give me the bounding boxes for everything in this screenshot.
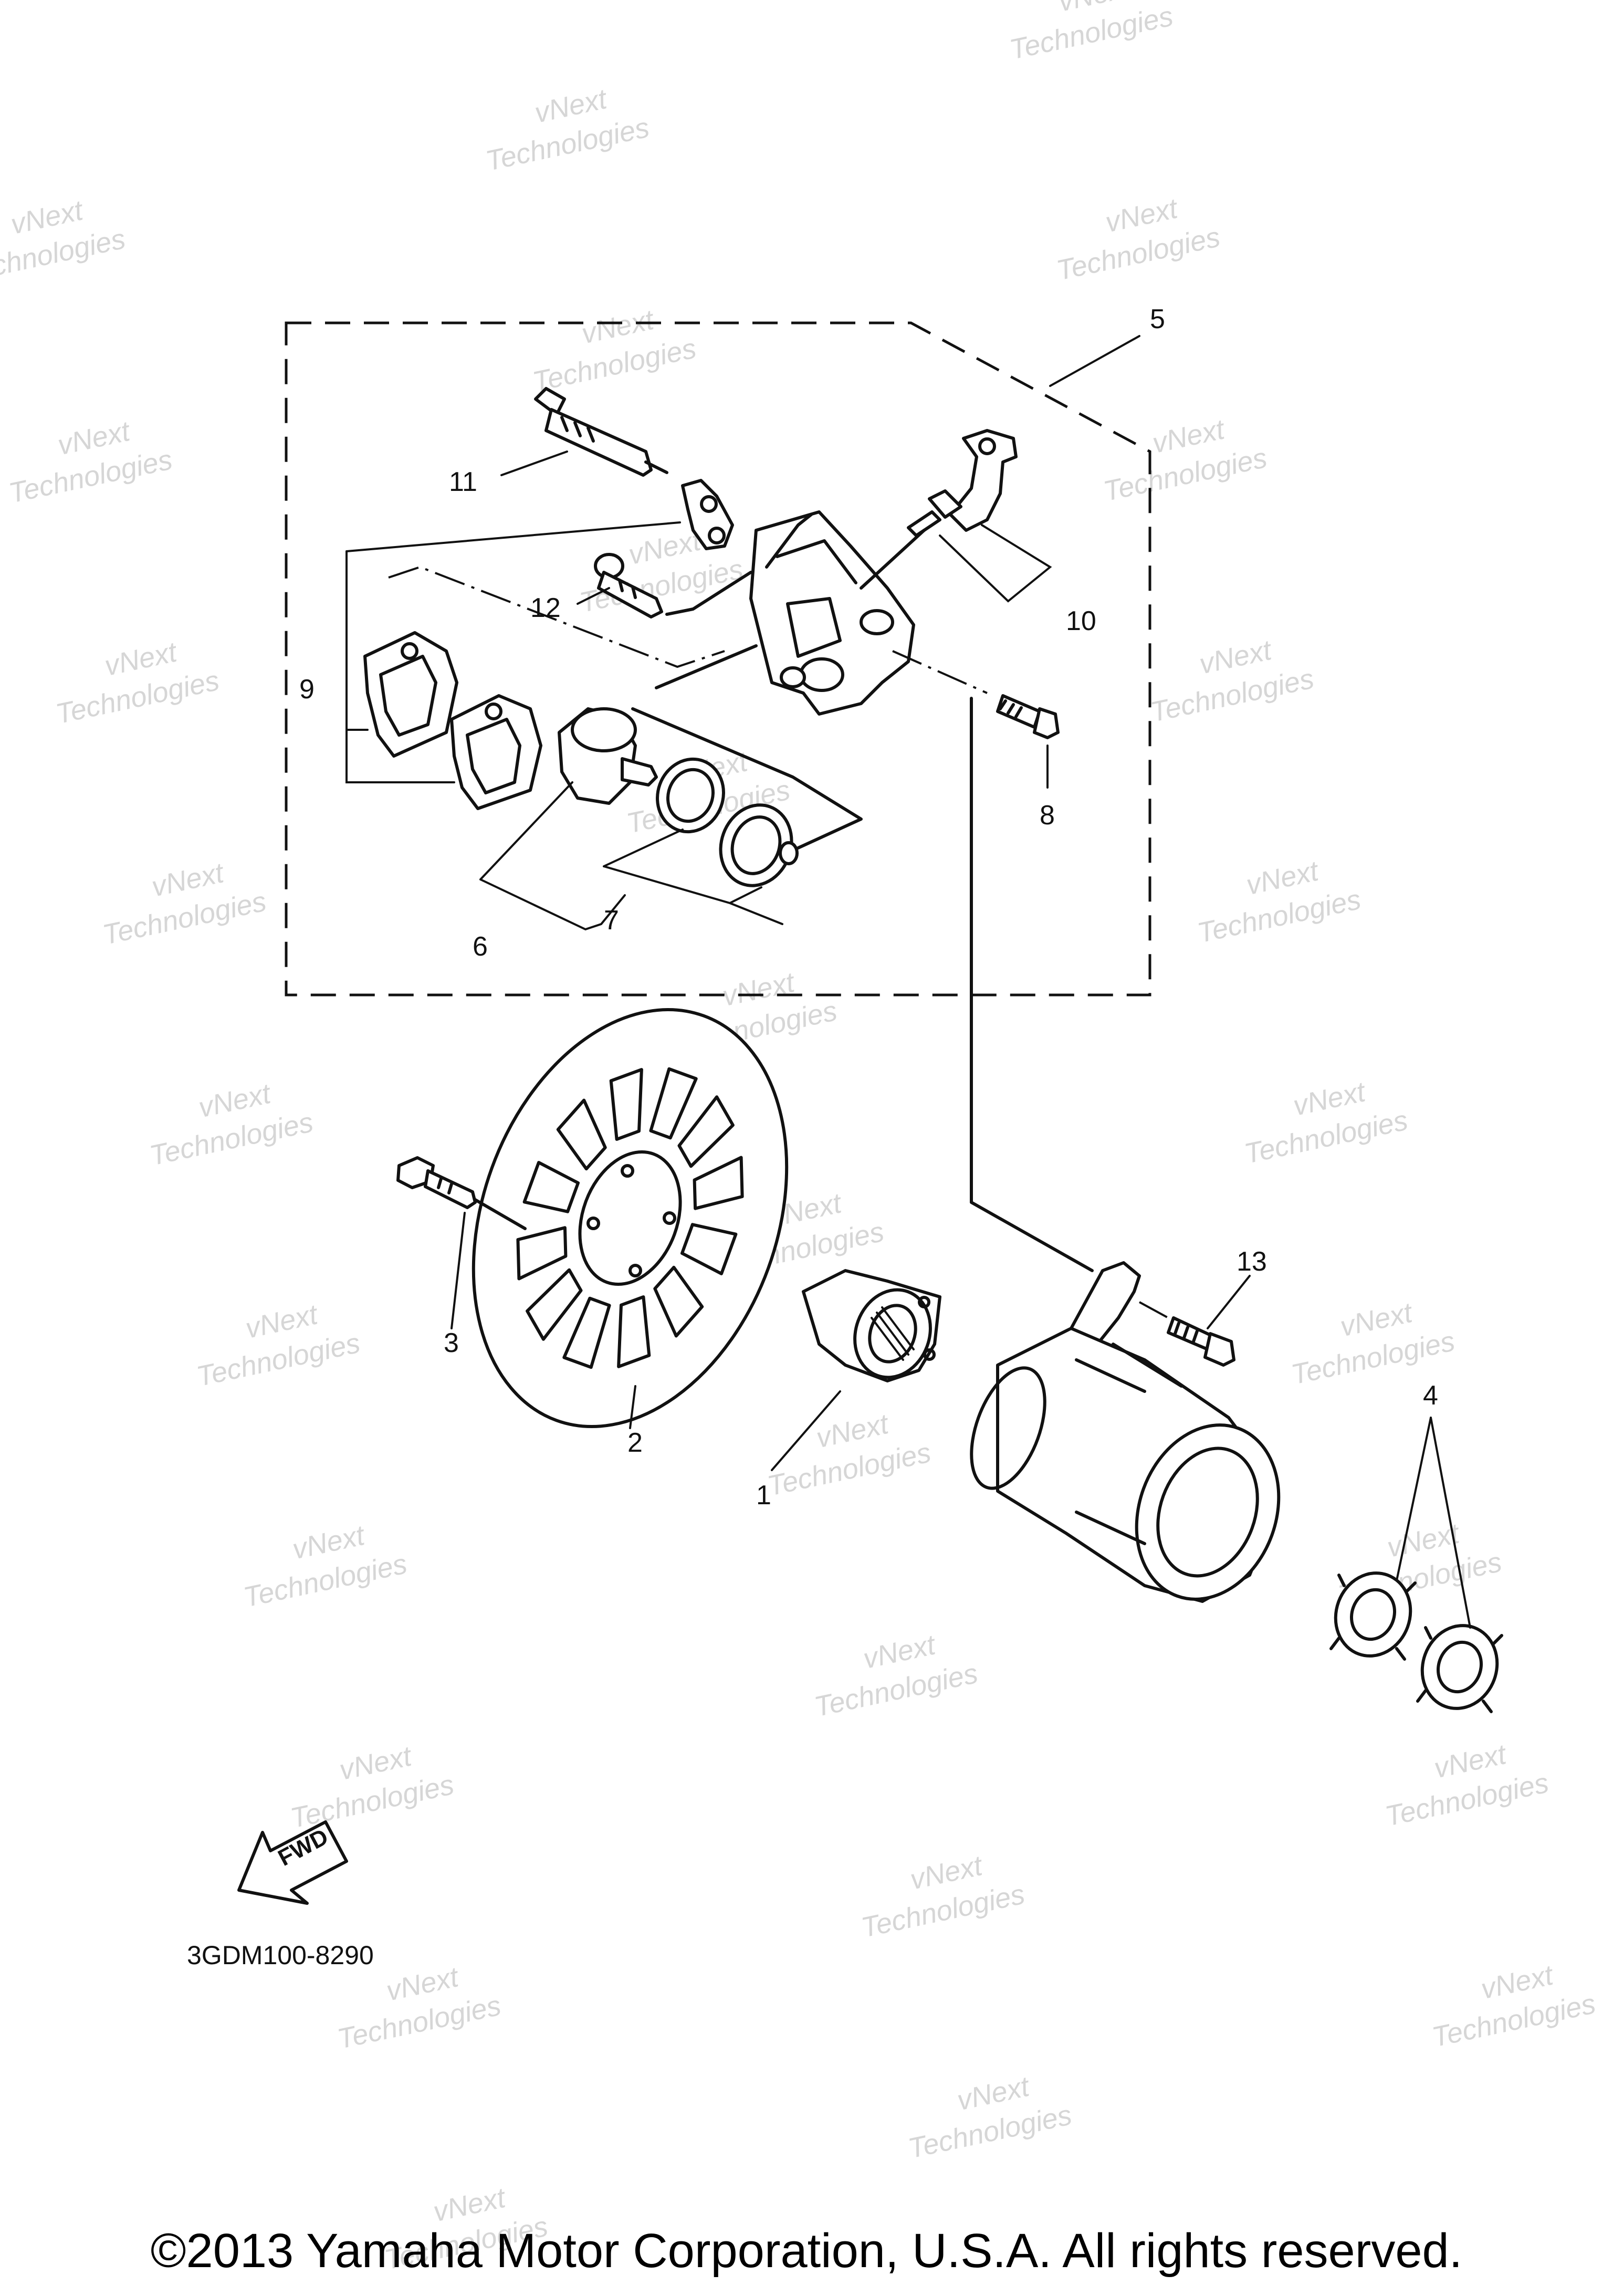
caliper-chain-line bbox=[892, 650, 988, 694]
disc-slot bbox=[556, 1098, 607, 1171]
brake-pad-right bbox=[450, 694, 542, 810]
caliper-cover bbox=[907, 429, 1018, 537]
fwd-arrow: FWD bbox=[237, 1820, 348, 1905]
callout-10: 10 bbox=[1066, 606, 1096, 636]
bracket-leader-line bbox=[970, 697, 1094, 1272]
callout-12: 12 bbox=[530, 593, 561, 623]
brake-caliper-body bbox=[749, 510, 915, 716]
callout-1: 1 bbox=[756, 1480, 771, 1511]
disc-slot bbox=[516, 1226, 568, 1281]
callout-leader-13 bbox=[1207, 1275, 1251, 1329]
brake-hub bbox=[802, 1269, 941, 1382]
disc-slot bbox=[609, 1068, 643, 1141]
disc-slot bbox=[649, 1067, 698, 1140]
seal-group-line bbox=[631, 707, 863, 850]
brake-pad-left bbox=[363, 631, 458, 758]
callout-bracket-10 bbox=[939, 524, 1052, 603]
caliper-bolt bbox=[996, 694, 1060, 739]
callout-5: 5 bbox=[1150, 304, 1165, 334]
callout-bracket-9 bbox=[345, 521, 681, 783]
axle-housing bbox=[970, 1327, 1281, 1603]
callout-6: 6 bbox=[473, 931, 488, 962]
disc-slot bbox=[680, 1223, 738, 1275]
caliper-assembly-boundary bbox=[285, 321, 1151, 997]
disc-bolt-axis bbox=[474, 1198, 527, 1230]
bleed-screw-axis bbox=[665, 571, 752, 616]
pad-group-line bbox=[655, 644, 758, 689]
axle-nut-2 bbox=[1416, 1624, 1503, 1713]
callout-3: 3 bbox=[444, 1328, 459, 1358]
mount-bolt bbox=[1167, 1316, 1235, 1367]
pad-clip bbox=[681, 479, 734, 550]
caliper-pin bbox=[534, 387, 668, 477]
disc-bolt bbox=[396, 1156, 477, 1209]
callout-4: 4 bbox=[1423, 1380, 1438, 1411]
piston-seal bbox=[656, 757, 725, 834]
callout-leader-3 bbox=[451, 1212, 466, 1329]
disc-slot bbox=[653, 1265, 704, 1338]
disc-slot bbox=[677, 1095, 735, 1168]
callout-2: 2 bbox=[627, 1428, 643, 1458]
callout-leader-12 bbox=[577, 587, 610, 605]
disc-slot bbox=[562, 1296, 611, 1369]
callout-leader-2 bbox=[629, 1385, 636, 1429]
callout-bracket-6 bbox=[479, 781, 626, 931]
callout-13: 13 bbox=[1237, 1246, 1267, 1277]
disc-slot bbox=[526, 1268, 583, 1341]
disc-slot bbox=[617, 1295, 651, 1368]
callout-7: 7 bbox=[604, 905, 619, 936]
brake-disc bbox=[472, 1008, 789, 1428]
callout-11: 11 bbox=[449, 467, 477, 497]
callout-8: 8 bbox=[1040, 800, 1055, 831]
o-ring bbox=[779, 841, 799, 865]
disc-slot bbox=[522, 1161, 580, 1213]
callout-leader-11 bbox=[500, 450, 568, 476]
caliper-piston bbox=[558, 707, 658, 805]
disc-slot bbox=[693, 1156, 744, 1210]
callout-9: 9 bbox=[299, 674, 315, 705]
callout-leader-5 bbox=[1049, 335, 1140, 387]
callout-leader-1 bbox=[771, 1390, 841, 1471]
callout-bracket-7 bbox=[603, 829, 783, 925]
callout-leader-4 bbox=[1396, 1417, 1471, 1629]
drawing-code: 3GDM100-8290 bbox=[187, 1941, 374, 1970]
pad-group-line-top bbox=[388, 565, 725, 668]
mount-bolt-axis bbox=[1139, 1301, 1169, 1319]
cover-axis bbox=[860, 529, 926, 590]
bleed-screw bbox=[594, 553, 663, 618]
copyright-notice: ©2013 Yamaha Motor Corporation, U.S.A. A… bbox=[150, 2224, 1463, 2278]
axle-nut-1 bbox=[1329, 1571, 1417, 1661]
